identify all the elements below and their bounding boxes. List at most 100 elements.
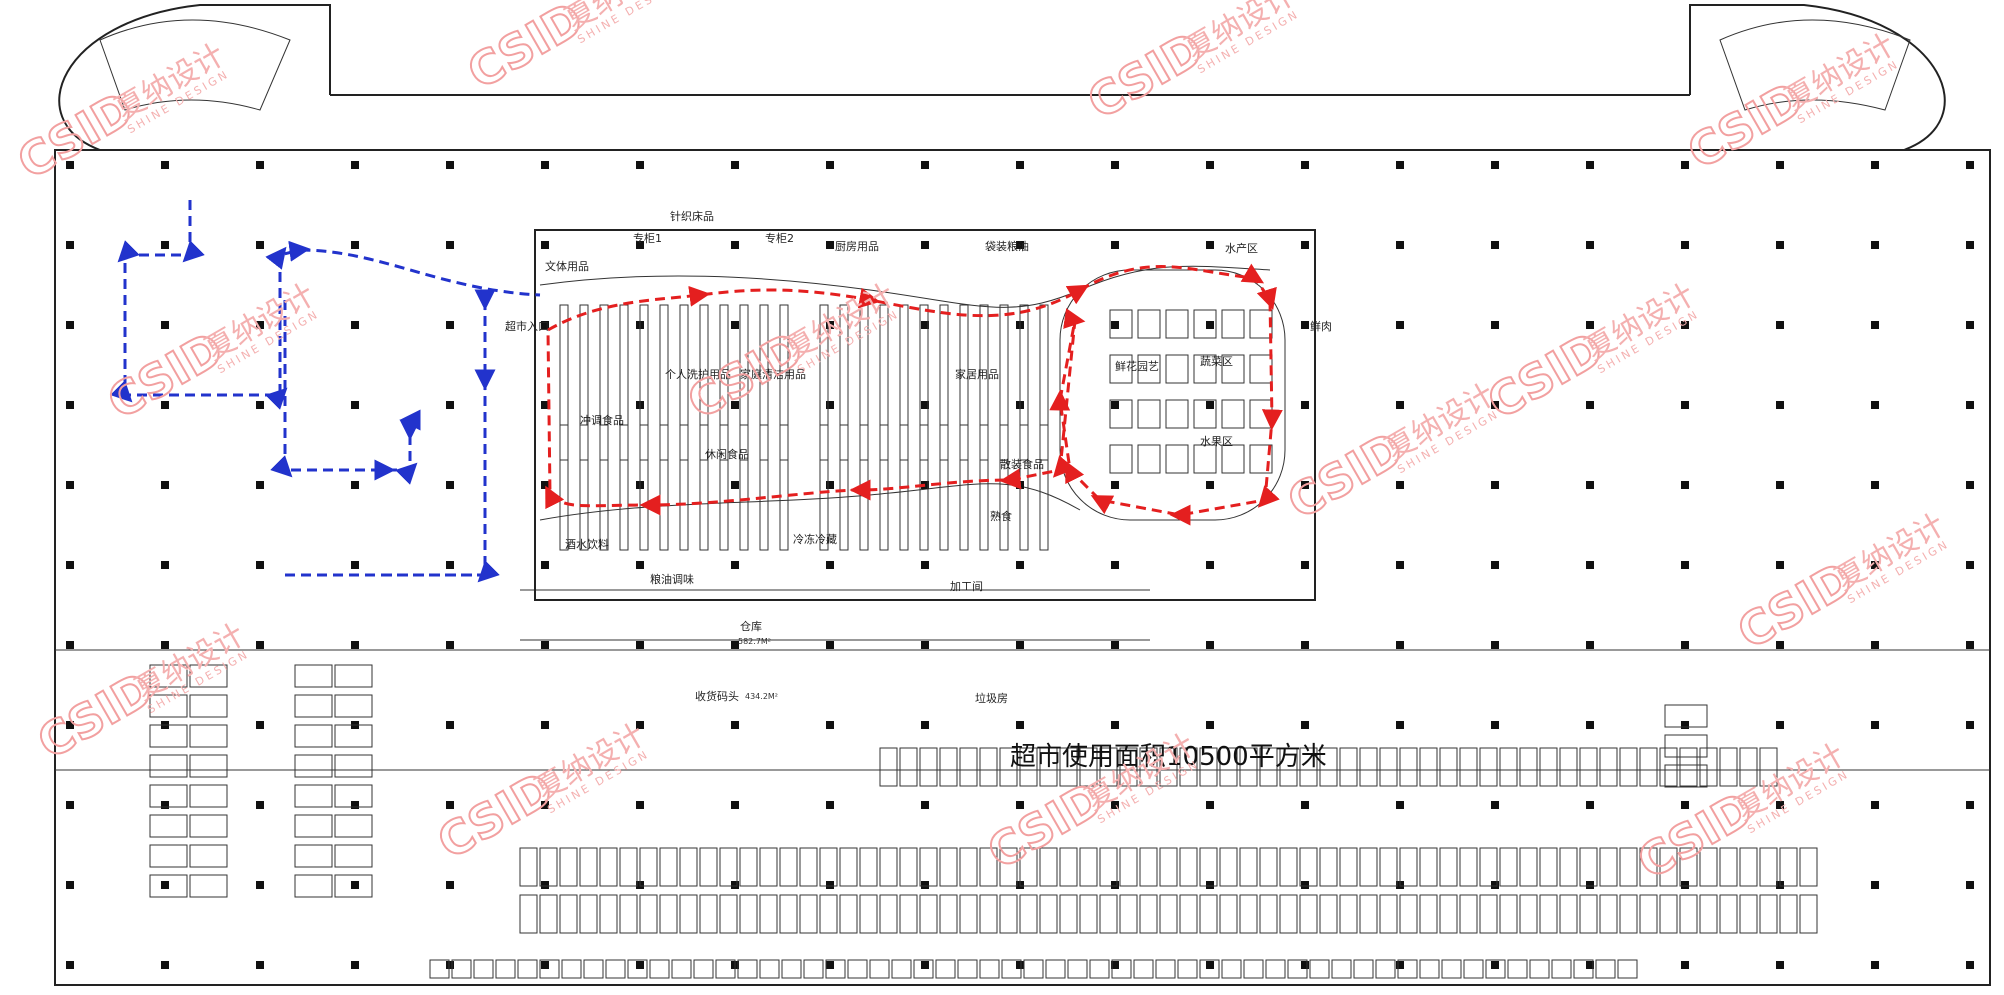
zone-counter1: 专柜1	[633, 231, 662, 245]
parking-stall	[879, 847, 898, 887]
parking-stall	[1219, 847, 1238, 887]
parking-stall	[1595, 959, 1616, 979]
column	[541, 161, 549, 169]
column	[1206, 881, 1214, 889]
column	[1776, 721, 1784, 729]
shelf	[599, 424, 609, 551]
column	[1016, 161, 1024, 169]
parking-stall	[1059, 747, 1078, 787]
parking-stall	[649, 959, 670, 979]
column	[1966, 321, 1974, 329]
parking-stall	[1479, 847, 1498, 887]
column	[1681, 321, 1689, 329]
parking-stall	[189, 844, 228, 868]
column	[1206, 801, 1214, 809]
parking-stall	[1459, 847, 1478, 887]
column	[1966, 721, 1974, 729]
column	[256, 881, 264, 889]
parking-stall	[1719, 847, 1738, 887]
dock-area: 434.2M²	[745, 692, 778, 701]
column	[1491, 961, 1499, 969]
parking-stall	[149, 874, 188, 898]
parking-stall	[999, 894, 1018, 934]
parking-stall	[1619, 747, 1638, 787]
parking-stall	[1699, 847, 1718, 887]
column	[1586, 401, 1594, 409]
column	[731, 241, 739, 249]
parking-stall	[1599, 847, 1618, 887]
parking-stall	[1319, 894, 1338, 934]
zone-packaged: 散装食品	[1000, 457, 1044, 471]
column	[826, 241, 834, 249]
parking-stall	[1579, 747, 1598, 787]
parking-stall	[1419, 894, 1438, 934]
parking-stall	[1359, 747, 1378, 787]
parking-stall	[1331, 959, 1352, 979]
column	[1301, 641, 1309, 649]
parking-stall	[619, 894, 638, 934]
parking-stall	[1441, 959, 1462, 979]
column	[161, 801, 169, 809]
column	[1491, 321, 1499, 329]
column	[826, 561, 834, 569]
produce-table	[1165, 309, 1189, 339]
column	[66, 321, 74, 329]
column	[826, 801, 834, 809]
parking-stall	[1507, 959, 1528, 979]
column	[1491, 241, 1499, 249]
parking-stall	[1463, 959, 1484, 979]
column	[66, 161, 74, 169]
column	[1586, 161, 1594, 169]
parking-stall	[334, 874, 373, 898]
parking-stall	[799, 847, 818, 887]
column	[1681, 961, 1689, 969]
produce-table	[1249, 354, 1273, 384]
zone-beverage: 冲调食品	[580, 413, 624, 427]
parking-stall	[1239, 747, 1258, 787]
column	[541, 641, 549, 649]
column	[1396, 161, 1404, 169]
shelf	[599, 304, 609, 461]
column	[921, 961, 929, 969]
column	[1586, 321, 1594, 329]
column	[1871, 481, 1879, 489]
column	[731, 161, 739, 169]
parking-stall	[619, 847, 638, 887]
column	[66, 481, 74, 489]
column	[826, 961, 834, 969]
shelf	[999, 424, 1009, 551]
produce-table	[1249, 309, 1273, 339]
column	[1016, 961, 1024, 969]
parking-stall	[659, 894, 678, 934]
column	[1966, 561, 1974, 569]
column	[446, 561, 454, 569]
column	[1871, 401, 1879, 409]
parking-stall	[1079, 747, 1098, 787]
parking-stall	[1399, 894, 1418, 934]
parking-stall	[1279, 747, 1298, 787]
column	[826, 481, 834, 489]
column	[161, 961, 169, 969]
column	[1966, 481, 1974, 489]
column	[1491, 881, 1499, 889]
parking-stall	[1539, 747, 1558, 787]
parking-stall	[583, 959, 604, 979]
parking-stall	[739, 847, 758, 887]
svg-text:夏纳设计: 夏纳设计	[1179, 0, 1300, 68]
parking-stall	[781, 959, 802, 979]
column	[541, 881, 549, 889]
parking-stall	[899, 847, 918, 887]
column	[1586, 881, 1594, 889]
parking-stall	[891, 959, 912, 979]
column	[446, 161, 454, 169]
parking-stall	[825, 959, 846, 979]
parking-stall	[999, 747, 1018, 787]
column	[1111, 801, 1119, 809]
parking-stall	[1479, 747, 1498, 787]
parking-stall	[1287, 959, 1308, 979]
parking-stall	[579, 847, 598, 887]
parking-stall	[539, 847, 558, 887]
parking-stall	[627, 959, 648, 979]
produce-table	[1137, 309, 1161, 339]
